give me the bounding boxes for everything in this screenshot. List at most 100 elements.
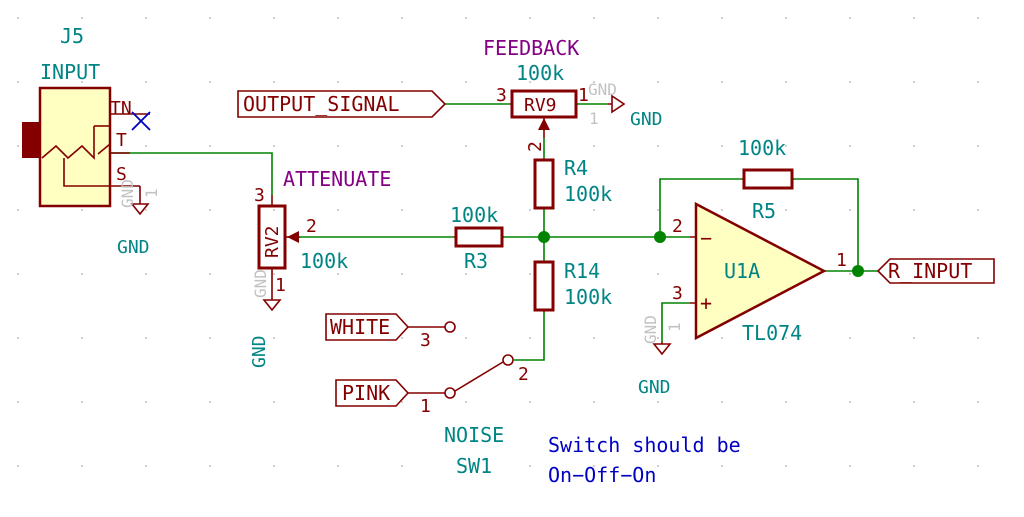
r4-ref: R4 (564, 156, 588, 180)
rv9-pin3: 3 (496, 85, 507, 106)
switch-sw1[interactable] (408, 321, 514, 399)
gnd-u1-label: GND (638, 377, 671, 398)
gnd-rv2-ghost: GND (251, 269, 270, 298)
grid-dot (209, 401, 211, 403)
grid-dot (465, 209, 467, 211)
grid-dot (145, 465, 147, 467)
grid-dot (849, 209, 851, 211)
label-pink[interactable]: PINK (335, 379, 410, 407)
u1a-ref: U1A (724, 259, 760, 283)
j5-value: INPUT (40, 60, 100, 84)
junction-dot (538, 231, 550, 243)
grid-dot (593, 81, 595, 83)
gnd-u1-ghost-pin: 1 (665, 322, 684, 332)
label-output-signal[interactable]: OUTPUT_SIGNAL (237, 90, 447, 118)
grid-dot (593, 209, 595, 211)
r14-ref: R14 (564, 259, 600, 283)
grid-dot (209, 209, 211, 211)
grid-dot (273, 273, 275, 275)
gnd-symbol-u1 (652, 342, 672, 356)
grid-dot (913, 465, 915, 467)
gnd-symbol-rv9 (608, 94, 626, 114)
rv9-pin1: 1 (578, 85, 589, 106)
grid-dot (337, 465, 339, 467)
rv9-name: FEEDBACK (483, 36, 579, 60)
j5-pin-s: S (116, 164, 127, 185)
grid-dot (17, 81, 19, 83)
grid-dot (529, 145, 531, 147)
grid-dot (721, 465, 723, 467)
grid-dot (17, 273, 19, 275)
label-r-input[interactable]: R_INPUT (876, 258, 995, 284)
grid-dot (977, 401, 979, 403)
sw1-contact-2 (502, 354, 514, 366)
r5-ref: R5 (752, 199, 776, 223)
grid-dot (273, 465, 275, 467)
j5-pin-tn: TN (110, 98, 132, 119)
jack-j5-body (38, 86, 112, 208)
r3-body (454, 226, 504, 248)
grid-dot (209, 17, 211, 19)
potentiometer-rv9[interactable] (510, 89, 578, 138)
label-output-signal-text: OUTPUT_SIGNAL (243, 92, 400, 116)
resistor-r3[interactable] (454, 226, 504, 248)
grid-dot (977, 17, 979, 19)
resistor-r14[interactable] (533, 260, 555, 312)
grid-dot (657, 273, 659, 275)
rv9-value: 100k (516, 61, 564, 85)
grid-dot (657, 145, 659, 147)
sw1-leads (408, 326, 445, 394)
rv9-wiper-arrow (538, 118, 550, 130)
rv2-pin2: 2 (306, 216, 317, 237)
jack-j5[interactable] (22, 86, 151, 208)
note-line1: Switch should be (548, 433, 741, 457)
grid-dot (401, 17, 403, 19)
wire-feedback-right (794, 178, 859, 271)
grid-dot (81, 273, 83, 275)
r3-ref: R3 (464, 249, 488, 273)
grid-dot (401, 337, 403, 339)
grid-dot (465, 401, 467, 403)
opamp-u1a[interactable] (690, 201, 827, 341)
grid-dot (273, 81, 275, 83)
grid-dot (849, 401, 851, 403)
rv2-name: ATTENUATE (283, 167, 391, 191)
label-r-input-shape (876, 258, 995, 284)
grid-dot (593, 273, 595, 275)
grid-dot (593, 401, 595, 403)
sw1-pin3: 3 (420, 330, 431, 351)
junction-dot (852, 265, 864, 277)
grid-dot (273, 337, 275, 339)
grid-dot (401, 401, 403, 403)
grid-dot (593, 337, 595, 339)
grid-dot (977, 81, 979, 83)
grid-dot (785, 209, 787, 211)
grid-dot (465, 273, 467, 275)
sw1-name: NOISE (444, 423, 504, 447)
resistor-r4[interactable] (533, 158, 555, 210)
ground-icon (130, 186, 150, 216)
resistor-r5[interactable] (742, 168, 794, 190)
grid-dot (721, 337, 723, 339)
grid-dot (209, 81, 211, 83)
grid-dot (977, 337, 979, 339)
grid-dot (337, 81, 339, 83)
grid-dot (145, 145, 147, 147)
r14-body (533, 260, 555, 312)
note-line2: On−Off−On (548, 463, 656, 487)
potentiometer-rv2[interactable] (257, 195, 300, 282)
u1a-pin1: 1 (836, 250, 847, 271)
grid-dot (849, 81, 851, 83)
grid-dot (721, 81, 723, 83)
grid-dot (145, 17, 147, 19)
label-output-signal-shape (237, 90, 447, 118)
grid-dot (657, 81, 659, 83)
grid-dot (401, 465, 403, 467)
junction-dot (654, 231, 666, 243)
grid-dot (17, 145, 19, 147)
label-white[interactable]: WHITE (325, 313, 410, 341)
grid-dot (721, 145, 723, 147)
grid-dot (657, 401, 659, 403)
grid-dot (593, 17, 595, 19)
